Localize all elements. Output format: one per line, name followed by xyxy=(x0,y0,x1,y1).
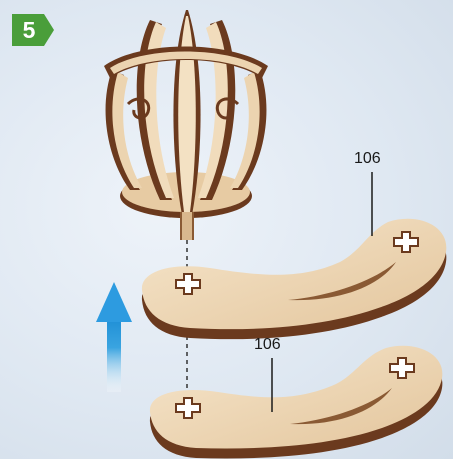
callout-label-upper: 106 xyxy=(354,150,381,168)
base-piece-lower xyxy=(150,346,442,459)
callout-label-lower: 106 xyxy=(254,336,281,354)
bud-assembly xyxy=(104,10,268,240)
arrow-up-icon xyxy=(96,282,132,392)
